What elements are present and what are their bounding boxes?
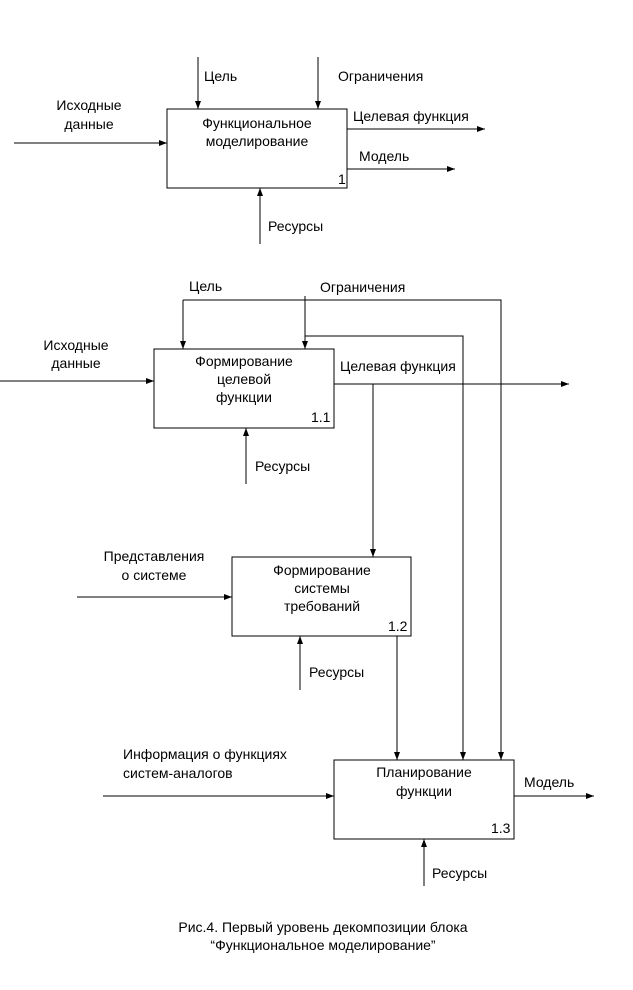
top-input-label-2: данные [64,116,113,132]
caption-line-2: “Функциональное моделирование” [210,937,436,953]
box-1-3-label-2: функции [396,783,452,799]
decomp-goal-label: Цель [189,278,222,294]
box-1-1 [153,348,335,429]
decomposition-diagram: Цель Ограничения Формирование целевой фу… [0,278,594,886]
box-1-1-input-label-1: Исходные [43,337,108,353]
box-1-1-number: 1.1 [311,409,331,425]
context-diagram: Функциональное моделирование 1 Исходные … [14,57,485,244]
top-input-label-1: Исходные [56,97,121,113]
box-1-3-label-1: Планирование [376,764,472,780]
box-1-1-mechanism-label: Ресурсы [255,458,310,474]
decomp-goal-to-box3-line [183,299,504,760]
box-1-2-label-2: системы [294,580,350,596]
top-mechanism-label: Ресурсы [268,218,323,234]
box-1-3-mechanism-label: Ресурсы [432,865,487,881]
top-goal-label: Цель [204,68,237,84]
box-1-2 [231,556,412,637]
caption-line-1: Рис.4. Первый уровень декомпозиции блока [178,919,467,935]
box-1-1-output-label: Целевая функция [340,358,456,374]
box-1-2-input-label-1: Представления [104,548,205,564]
top-target-label: Целевая функция [353,108,469,124]
box-1-3-output-label: Модель [524,774,574,790]
functional-modeling-box [166,108,348,189]
box-1-1-label-1: Формирование [195,353,293,369]
box-1-3-number: 1.3 [491,820,511,836]
box-1-3-input-label-2: систем-аналогов [123,765,233,781]
box-1-1-label-3: функции [216,389,272,405]
decomp-limits-label: Ограничения [320,279,405,295]
figure-caption: Рис.4. Первый уровень декомпозиции блока… [178,919,467,953]
decomp-limits-to-box3-line [305,335,466,760]
box-1-2-label-1: Формирование [273,562,371,578]
top-model-label: Модель [359,148,409,164]
functional-modeling-box-label-2: моделирование [206,133,309,149]
box-1-3 [333,759,515,840]
functional-modeling-box-label-1: Функциональное [202,115,312,131]
box-1-1-input-label-2: данные [51,355,100,371]
box-1-3-input-label-1: Информация о функциях [123,746,287,762]
functional-modeling-box-number: 1 [338,171,346,187]
box-1-2-label-3: требований [284,598,360,614]
top-limits-label: Ограничения [338,68,423,84]
box-1-2-number: 1.2 [388,618,408,634]
box-1-2-mechanism-label: Ресурсы [309,664,364,680]
box-1-2-input-label-2: о системе [122,567,187,583]
box-1-1-label-2: целевой [217,371,271,387]
